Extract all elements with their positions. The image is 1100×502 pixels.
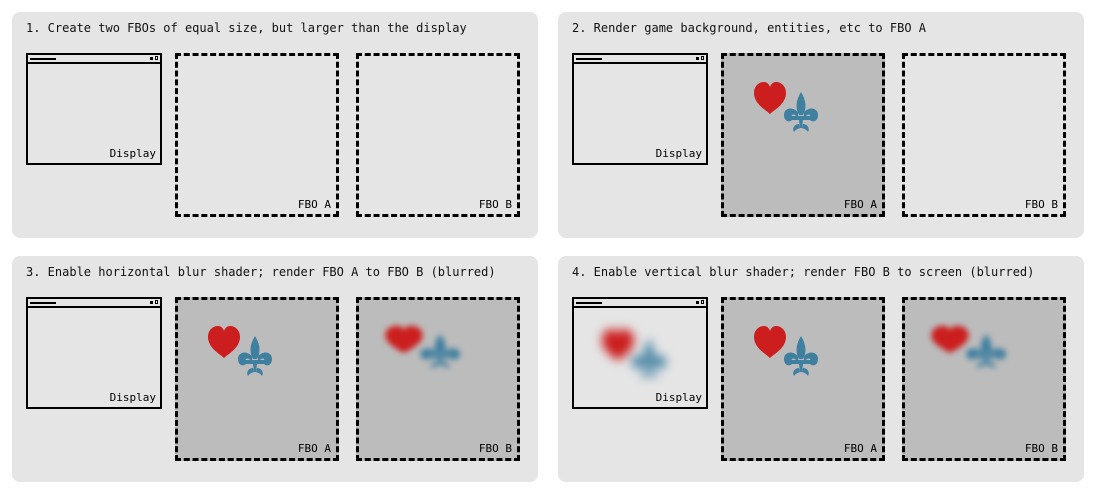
step-title: 3. Enable horizontal blur shader; render… [26,265,496,279]
display-window: Display [26,53,162,165]
step-panel-2: 2. Render game background, entities, etc… [558,12,1084,238]
display-label: Display [655,147,702,160]
window-titlebar [28,55,160,64]
fbo-a-label: FBO A [297,442,331,455]
fbo-a: FBO A [175,297,339,461]
minimize-icon [696,57,699,60]
display-window: Display [572,53,708,165]
window-titlebar [574,55,706,64]
title-line [30,58,56,60]
fbo-b-label: FBO B [1024,198,1058,211]
title-line [576,302,602,304]
step-panel-3: 3. Enable horizontal blur shader; render… [12,256,538,482]
display-label: Display [655,391,702,404]
fbo-b: FBO B [356,53,520,217]
maximize-icon [701,56,704,60]
blurred-heart-and-fleur-de-lis-icon [600,327,672,383]
maximize-icon [701,300,704,304]
title-line [576,58,602,60]
maximize-icon [155,300,158,304]
minimize-icon [696,301,699,304]
display-label: Display [109,147,156,160]
step-panel-1: 1. Create two FBOs of equal size, but la… [12,12,538,238]
fbo-b: FBO B [902,297,1066,461]
step-title: 4. Enable vertical blur shader; render F… [572,265,1035,279]
fbo-b: FBO B [356,297,520,461]
heart-and-fleur-de-lis-icon [206,324,278,380]
fbo-a: FBO A [721,297,885,461]
fbo-b-label: FBO B [478,442,512,455]
fbo-a: FBO A [721,53,885,217]
minimize-icon [150,301,153,304]
window-titlebar [574,299,706,308]
heart-and-fleur-de-lis-icon [752,324,824,380]
display-window: Display [572,297,708,409]
fbo-a-label: FBO A [843,442,877,455]
window-titlebar [28,299,160,308]
step-panel-4: 4. Enable vertical blur shader; render F… [558,256,1084,482]
step-title: 1. Create two FBOs of equal size, but la… [26,21,467,35]
fbo-a-label: FBO A [297,198,331,211]
display-label: Display [109,391,156,404]
fbo-b-label: FBO B [1024,442,1058,455]
fbo-a-label: FBO A [843,198,877,211]
title-line [30,302,56,304]
blurred-heart-and-fleur-de-lis-icon [929,324,1013,372]
display-window: Display [26,297,162,409]
blurred-heart-and-fleur-de-lis-icon [383,324,467,372]
heart-and-fleur-de-lis-icon [752,80,824,136]
minimize-icon [150,57,153,60]
fbo-a: FBO A [175,53,339,217]
fbo-b: FBO B [902,53,1066,217]
step-title: 2. Render game background, entities, etc… [572,21,927,35]
maximize-icon [155,56,158,60]
fbo-b-label: FBO B [478,198,512,211]
